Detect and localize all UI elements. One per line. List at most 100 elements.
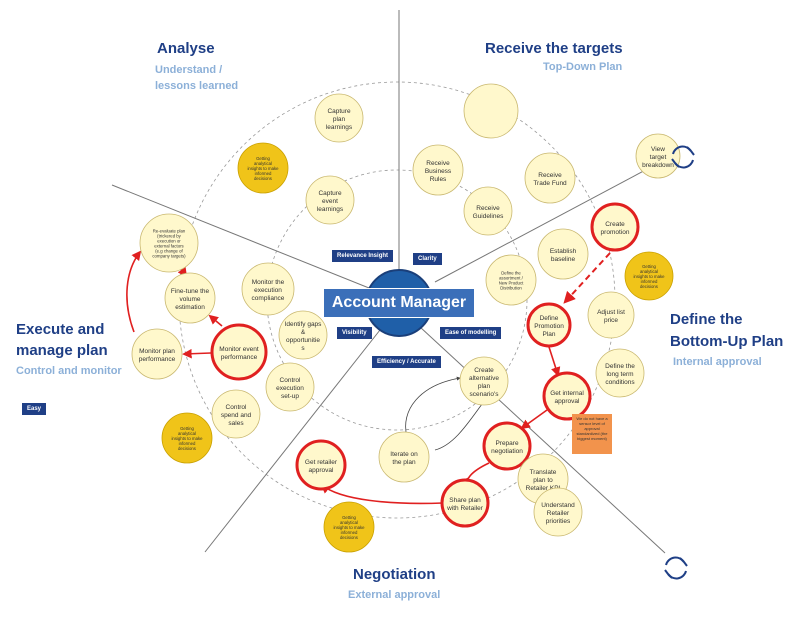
arrow-share-to-retailer xyxy=(320,483,444,505)
receive-rules-bubble-text: Rules xyxy=(430,176,447,183)
define-insight-bubble-text: Getting xyxy=(642,264,656,269)
reevaluate-bubble xyxy=(139,213,199,273)
execute-title-2: manage plan xyxy=(16,342,108,359)
iterate-bubble-text: Iterate on xyxy=(390,451,418,458)
receive-rules-bubble-text: Business xyxy=(425,168,452,175)
get-internal-bubble xyxy=(542,371,592,421)
define-assortment-bubble-text: assortment / xyxy=(499,275,523,280)
capture-event-bubble-text: event xyxy=(322,198,338,205)
analyse-subtitle-2: lessons learned xyxy=(155,80,239,92)
negotiation-insight-bubble-text: informed xyxy=(341,530,358,535)
view-target-bubble-text: breakdown xyxy=(642,162,674,169)
refresh-cycle-icon xyxy=(664,556,688,580)
divider-left-bottom xyxy=(204,329,381,553)
receive-subtitle: Top-Down Plan xyxy=(543,61,623,73)
define-promo-plan-bubble xyxy=(526,302,572,348)
create-alt-arrow xyxy=(434,399,486,451)
understand-bubble xyxy=(533,487,583,537)
receive-guidelines-bubble-text: Guidelines xyxy=(473,213,504,220)
fine-tune-bubble-text: Fine-tune the xyxy=(171,288,210,295)
create-alt-bubble xyxy=(459,356,509,406)
capture-plan-bubble-text: Capture xyxy=(327,108,351,115)
control-exec-bubble-text: set-up xyxy=(281,393,299,400)
translate-bubble-text: Translate xyxy=(530,469,557,476)
bubble-group: CaptureplanlearningsCaptureeventlearning… xyxy=(131,83,681,553)
define-insight-bubble-text: informed xyxy=(641,279,658,284)
receive-title: Receive the targets xyxy=(485,40,623,57)
prepare-neg-bubble-text: negotiation xyxy=(491,448,523,455)
get-retailer-bubble-text: Get retailer xyxy=(305,459,338,466)
monitor-plan-bubble xyxy=(131,328,183,380)
divider-right-top xyxy=(434,157,669,283)
capture-event-bubble-text: learnings xyxy=(317,206,344,213)
analyse-insight-bubble-text: insights to make xyxy=(247,166,279,171)
divider-left-top xyxy=(111,184,375,291)
create-promotion-bubble-text: promotion xyxy=(601,229,630,236)
divider-right-bottom xyxy=(419,326,666,554)
identify-gaps-bubble-text: & xyxy=(301,329,306,336)
monitor-event-bubble xyxy=(210,323,268,381)
identify-gaps-bubble-text: s xyxy=(301,345,305,352)
analyse-insight-bubble-text: decisions xyxy=(254,176,272,181)
monitor-plan-bubble-text: Monitor plan xyxy=(139,348,175,355)
reevaluate-bubble-text: (trickered by xyxy=(157,233,181,238)
control-exec-bubble-text: execution xyxy=(276,385,304,392)
view-target-bubble xyxy=(635,133,681,179)
monitor-event-bubble-text: performance xyxy=(221,354,258,361)
negotiation-title: Negotiation xyxy=(353,566,436,583)
prepare-neg-bubble-text: Prepare xyxy=(495,440,519,447)
define-promo-plan-bubble-text: Promotion xyxy=(534,323,564,330)
arrow-event-to-monitor-plan xyxy=(182,348,212,359)
refresh-cycle-icon xyxy=(671,145,695,169)
capture-plan-bubble-text: plan xyxy=(333,116,346,123)
receive-rules-bubble xyxy=(412,144,464,196)
arrow-create-to-define xyxy=(563,252,611,304)
create-promotion-bubble-text: Create xyxy=(605,221,625,228)
define-long-term-bubble-text: Define the xyxy=(605,363,635,370)
define-subtitle: Internal approval xyxy=(673,356,762,368)
adjust-list-bubble-text: Adjust list xyxy=(597,309,625,316)
execute-insight-bubble-text: Getting xyxy=(180,426,194,431)
reevaluate-bubble-text: (e.g change of xyxy=(155,248,183,253)
efficiency-tag: Efficiency / Accurate xyxy=(372,356,441,368)
control-spend-bubble-text: sales xyxy=(228,420,244,427)
establish-baseline-bubble-text: baseline xyxy=(551,256,576,263)
visibility-tag: Visibility xyxy=(337,327,372,339)
reevaluate-bubble-text: execution or xyxy=(157,238,181,243)
execute-insight-bubble-text: insights to make xyxy=(171,436,203,441)
easy-tag: Easy xyxy=(22,403,47,415)
define-assortment-bubble-text: Distribution xyxy=(500,285,522,290)
understand-bubble-text: Retailer xyxy=(547,510,570,517)
define-insight-bubble-text: analytical xyxy=(640,269,658,274)
prepare-neg-bubble xyxy=(482,421,532,471)
define-promo-plan-bubble-text: Define xyxy=(540,315,559,322)
share-plan-bubble-text: with Retailer xyxy=(446,505,484,512)
create-alt-bubble-text: plan xyxy=(478,383,491,390)
receive-trade-bubble-text: Receive xyxy=(538,172,562,179)
receive-trade-bubble-text: Trade Fund xyxy=(533,180,567,187)
reevaluate-bubble-text: company targets) xyxy=(152,253,186,258)
create-promotion-bubble xyxy=(590,202,640,252)
share-plan-bubble xyxy=(440,478,490,528)
negotiation-insight-bubble-text: insights to make xyxy=(333,525,365,530)
monitor-exec-bubble-text: Monitor the xyxy=(252,279,285,286)
iterate-arrow xyxy=(405,376,461,438)
fine-tune-bubble xyxy=(164,272,216,324)
arrow-internal-to-prepare xyxy=(520,409,548,430)
get-internal-bubble-text: Get internal xyxy=(550,390,584,397)
receive-guidelines-bubble xyxy=(463,186,513,236)
identify-gaps-bubble xyxy=(278,310,328,360)
execute-insight-bubble-text: analytical xyxy=(178,431,196,436)
get-retailer-bubble-text: approval xyxy=(309,467,334,474)
monitor-exec-bubble-text: execution xyxy=(254,287,282,294)
capture-plan-bubble-text: learnings xyxy=(326,124,353,131)
get-internal-bubble-text: approval xyxy=(555,398,580,405)
translate-bubble-text: Retailer KPI xyxy=(526,485,561,492)
relevance-insight-tag: Relevance Insight xyxy=(332,250,394,262)
identify-gaps-bubble-text: opportunitie xyxy=(286,337,320,344)
establish-baseline-bubble-text: Establish xyxy=(550,248,577,255)
fine-tune-bubble-text: volume xyxy=(180,296,201,303)
